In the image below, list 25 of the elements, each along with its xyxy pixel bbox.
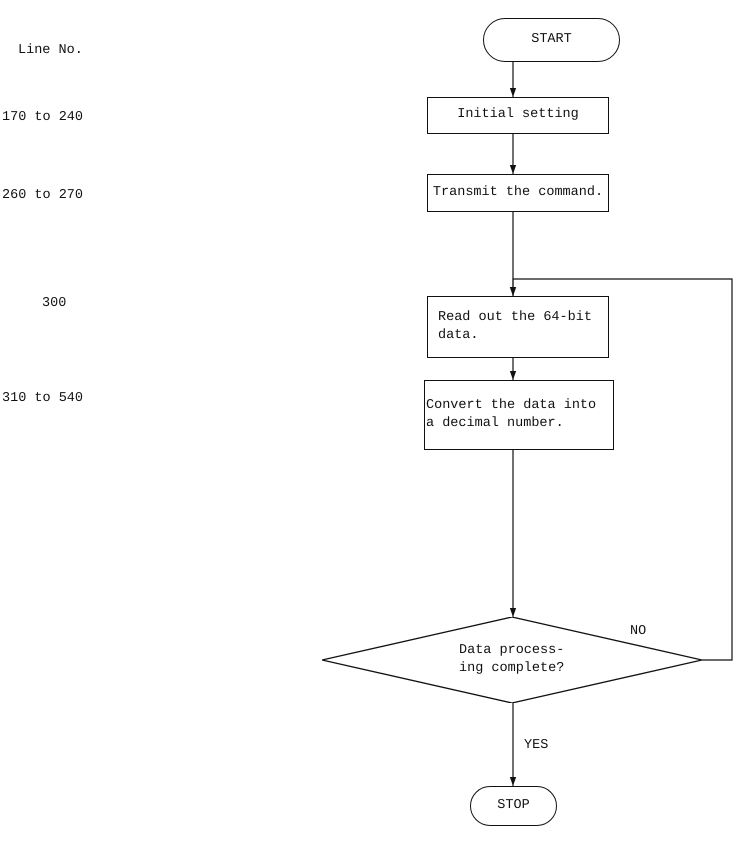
node-text: STOP xyxy=(497,796,530,815)
node-text: Initial setting xyxy=(457,106,579,124)
process-box xyxy=(427,97,609,134)
terminal-box xyxy=(470,786,557,826)
node-text: START xyxy=(531,30,572,49)
arrow xyxy=(510,278,733,661)
line-number-label: 300 xyxy=(42,296,66,311)
terminal-box xyxy=(483,18,620,62)
node-text: Data process- ing complete? xyxy=(459,642,565,678)
arrow xyxy=(510,134,516,174)
line-number-label: Line No. xyxy=(18,43,83,58)
line-number-label: 170 to 240 xyxy=(2,110,84,125)
node-text: Convert the data into a decimal number. xyxy=(426,396,598,433)
line-number-label: 310 to 540 xyxy=(2,391,84,406)
line-number-label: 260 to 270 xyxy=(2,188,84,203)
arrow xyxy=(510,62,516,97)
process-box xyxy=(427,174,609,212)
arrow xyxy=(510,358,516,380)
arrow xyxy=(510,703,516,786)
process-box xyxy=(424,380,614,450)
arrow xyxy=(510,450,516,617)
process-box xyxy=(427,296,609,358)
decision-diamond xyxy=(322,617,702,703)
node-text: Read out the 64-bit data. xyxy=(438,308,593,345)
node-text: Transmit the command. xyxy=(432,184,604,202)
